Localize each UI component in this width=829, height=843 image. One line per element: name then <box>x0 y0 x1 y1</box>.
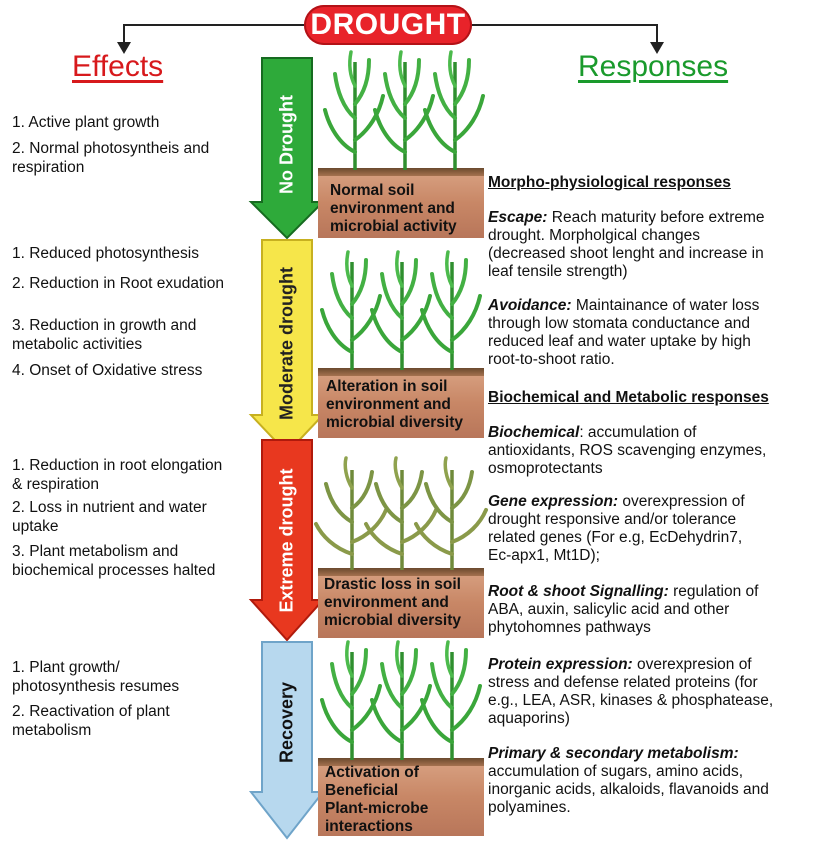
effect-extreme-1: 1. Reduction in root elongation& respira… <box>12 457 223 493</box>
responses-heading: Responses <box>578 50 729 83</box>
page-title: DROUGHT <box>310 8 466 41</box>
effect-moderate-4: 4. Onset of Oxidative stress <box>12 362 203 379</box>
plants-row-2 <box>320 250 482 372</box>
stage-arrow-no-drought <box>248 57 326 240</box>
soil-block-4 <box>318 758 484 836</box>
stage-arrow-moderate <box>248 239 326 455</box>
stage-label-recovery: Recovery <box>276 681 297 764</box>
stage-label-no-drought: No Drought <box>276 95 297 194</box>
soil-block-2 <box>318 368 484 438</box>
response-avoidance: Avoidance: Maintainance of water loss th… <box>488 297 760 368</box>
response-protein-expression: Protein expression: overexpresion of str… <box>488 656 774 727</box>
left-branch-arrow <box>123 24 304 44</box>
left-arrowhead <box>117 42 131 54</box>
right-arrowhead <box>650 42 664 54</box>
stage-label-extreme: Extreme drought <box>276 468 297 613</box>
response-biochemical: Biochemical: accumulation of antioxidant… <box>488 424 767 477</box>
plants-row-1 <box>323 50 485 172</box>
stage-arrow-recovery <box>248 641 326 840</box>
stage-label-moderate: Moderate drought <box>276 267 297 420</box>
plants-row-4 <box>320 640 482 762</box>
effect-moderate-2: 2. Reduction in Root exudation <box>12 275 224 292</box>
response-gene-expression: Gene expression: overexpression of droug… <box>488 493 745 564</box>
response-metabolism: Primary & secondary metabolism: accumula… <box>488 745 769 816</box>
morpho-heading: Morpho-physiological responses <box>488 174 731 191</box>
effect-no-drought-1: 1. Active plant growth <box>12 114 160 131</box>
response-signalling: Root & shoot Signalling: regulation of A… <box>488 583 759 636</box>
plants-row-3 <box>314 456 488 572</box>
title-badge <box>304 5 472 45</box>
effects-heading: Effects <box>72 50 164 83</box>
response-escape: Escape: Reach maturity before extreme dr… <box>488 209 765 280</box>
right-branch-arrow <box>472 24 658 44</box>
effect-recovery-1: 1. Plant growth/photosynthesis resumes <box>12 659 180 695</box>
soil-block-3 <box>318 568 484 638</box>
stage-arrow-extreme <box>248 439 326 642</box>
soil-block-1 <box>318 168 484 238</box>
effect-moderate-1: 1. Reduced photosynthesis <box>12 245 199 262</box>
biochem-heading: Biochemical and Metabolic responses <box>488 389 769 406</box>
